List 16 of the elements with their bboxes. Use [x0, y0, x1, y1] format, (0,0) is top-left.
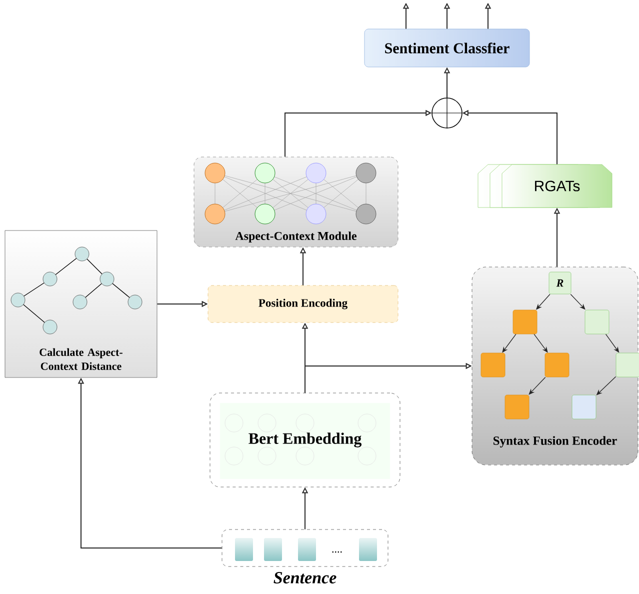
token-sequence-box: ....	[222, 529, 388, 567]
tree-node	[544, 352, 570, 378]
panel-box: Calculate Aspect-Context Distance	[4, 230, 158, 378]
tree-node	[572, 394, 596, 420]
classifier-box: Sentiment Classfier	[364, 28, 530, 68]
tree-node	[480, 352, 506, 378]
tree-node	[616, 352, 639, 378]
tree-node: R	[548, 272, 572, 294]
encoding-box: Position Encoding	[208, 285, 398, 323]
sum-symbol	[431, 97, 463, 129]
node-label: Sentence	[274, 572, 336, 584]
tree-node	[512, 310, 538, 334]
embedding-box: Bert Embedding	[210, 392, 400, 488]
tree-node	[504, 394, 530, 420]
tree-node	[584, 310, 610, 334]
stacked-layer-box: RGATs	[478, 164, 612, 208]
